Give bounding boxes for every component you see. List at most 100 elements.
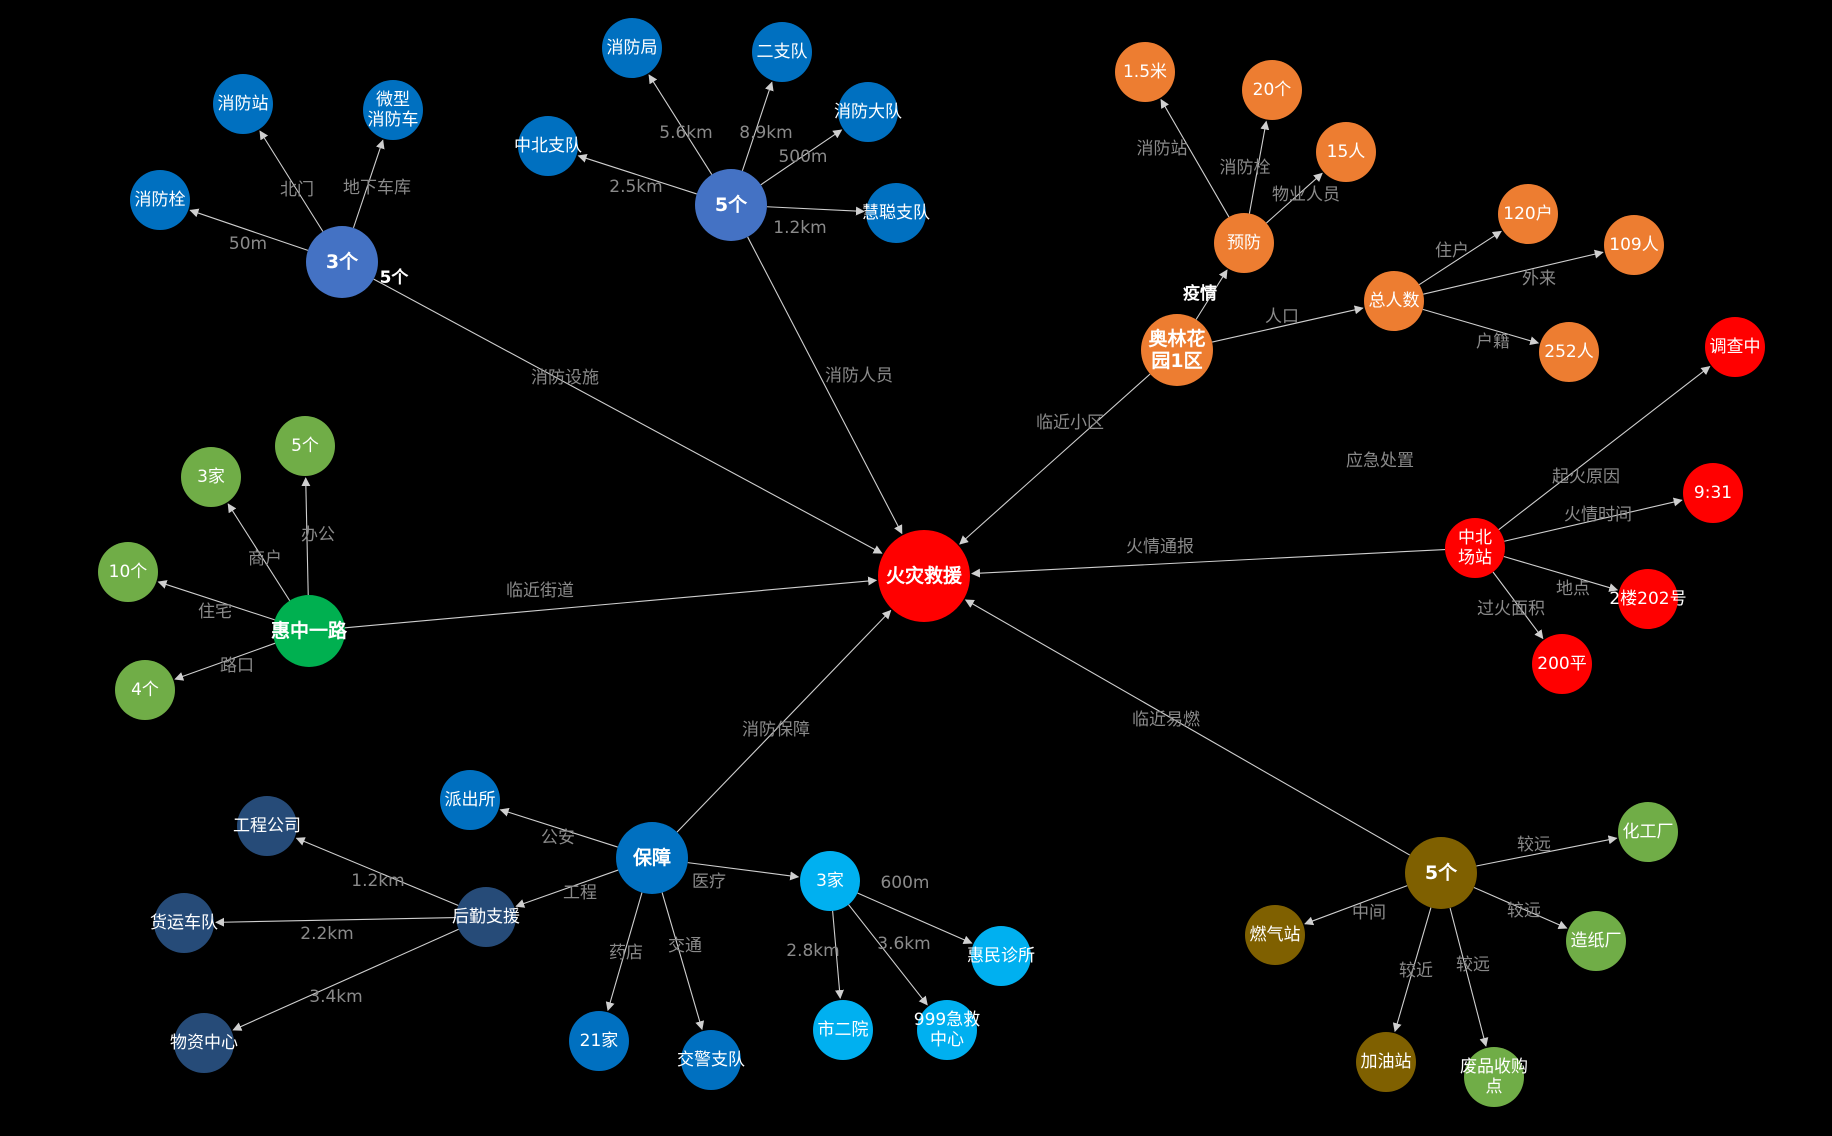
node-g10[interactable]: 10个 (98, 542, 158, 602)
node-circle[interactable] (1618, 569, 1678, 629)
node-circle[interactable] (1532, 634, 1592, 694)
node-circle[interactable] (1115, 42, 1175, 102)
node-circle[interactable] (1683, 463, 1743, 523)
node-circle[interactable] (456, 887, 516, 947)
edge-label: 较远 (1517, 835, 1551, 855)
node-jjzx[interactable]: 999急救中心 (914, 1000, 980, 1060)
node-circle[interactable] (440, 770, 500, 830)
node-circle[interactable] (1316, 122, 1376, 182)
node-circle[interactable] (306, 226, 378, 298)
node-circle[interactable] (115, 660, 175, 720)
node-dcz[interactable]: 调查中 (1705, 317, 1765, 377)
node-n3ge[interactable]: 3个 (306, 226, 378, 298)
node-hqzy[interactable]: 后勤支援 (452, 887, 520, 947)
node-circle[interactable] (1498, 184, 1558, 244)
node-zrs[interactable]: 总人数 (1364, 271, 1424, 331)
node-circle[interactable] (681, 1030, 741, 1090)
node-h120[interactable]: 120户 (1498, 184, 1558, 244)
node-hmzs[interactable]: 惠民诊所 (967, 926, 1035, 986)
node-circle[interactable] (213, 74, 273, 134)
node-circle[interactable] (1242, 60, 1302, 120)
node-circle[interactable] (616, 822, 688, 894)
node-xfs_top[interactable]: 消防站 (213, 74, 273, 134)
node-r15[interactable]: 15人 (1316, 122, 1376, 182)
node-o5[interactable]: 5个 (1405, 837, 1477, 909)
node-fpsgd[interactable]: 废品收购点 (1460, 1047, 1528, 1107)
node-circle[interactable] (1356, 1032, 1416, 1092)
edge-label: 办公 (301, 525, 335, 545)
node-circle[interactable] (971, 926, 1031, 986)
node-xfdd[interactable]: 消防大队 (834, 82, 902, 142)
node-circle[interactable] (752, 22, 812, 82)
node-center[interactable]: 火灾救援 (878, 530, 970, 622)
node-circle[interactable] (1364, 271, 1424, 331)
node-g4[interactable]: 4个 (115, 660, 175, 720)
node-circle[interactable] (917, 1000, 977, 1060)
node-circle[interactable] (800, 851, 860, 911)
node-jia3[interactable]: 3家 (800, 851, 860, 911)
node-circle[interactable] (695, 169, 767, 241)
node-hzyl[interactable]: 惠中一路 (271, 595, 348, 667)
node-l2[interactable]: 2楼202号 (1609, 569, 1687, 629)
node-circle[interactable] (866, 183, 926, 243)
node-circle[interactable] (1405, 837, 1477, 909)
node-hycd[interactable]: 货运车队 (150, 893, 218, 953)
node-bz[interactable]: 保障 (616, 822, 688, 894)
node-j3[interactable]: 3家 (181, 447, 241, 507)
node-t931[interactable]: 9:31 (1683, 463, 1743, 523)
node-circle[interactable] (174, 1013, 234, 1073)
edge-label: 物业人员 (1272, 185, 1340, 205)
node-g20[interactable]: 20个 (1242, 60, 1302, 120)
node-m15[interactable]: 1.5米 (1115, 42, 1175, 102)
node-hgc[interactable]: 化工厂 (1618, 802, 1678, 862)
node-r109[interactable]: 109人 (1604, 215, 1664, 275)
node-circle[interactable] (1618, 802, 1678, 862)
node-circle[interactable] (1245, 905, 1305, 965)
node-j21[interactable]: 21家 (569, 1011, 629, 1071)
node-circle[interactable] (1539, 322, 1599, 382)
node-jjzd[interactable]: 交警支队 (677, 1030, 745, 1090)
node-alhy[interactable]: 奥林花园1区 (1141, 314, 1213, 386)
node-jyz[interactable]: 加油站 (1356, 1032, 1416, 1092)
node-circle[interactable] (273, 595, 345, 667)
node-circle[interactable] (813, 1000, 873, 1060)
node-circle[interactable] (878, 530, 970, 622)
node-wxxfc[interactable]: 微型消防车 (363, 80, 423, 140)
node-ezd[interactable]: 二支队 (752, 22, 812, 82)
node-circle[interactable] (1604, 215, 1664, 275)
node-circle[interactable] (1214, 213, 1274, 273)
node-circle[interactable] (838, 82, 898, 142)
node-zzc[interactable]: 造纸厂 (1566, 911, 1626, 971)
node-circle[interactable] (1141, 314, 1213, 386)
node-n5ge[interactable]: 5个 (695, 169, 767, 241)
node-circle[interactable] (154, 893, 214, 953)
node-zbcz[interactable]: 中北场站 (1445, 518, 1505, 578)
node-circle[interactable] (1445, 518, 1505, 578)
node-p200[interactable]: 200平 (1532, 634, 1592, 694)
node-xfs_hy[interactable]: 消防栓 (130, 170, 190, 230)
node-circle[interactable] (237, 796, 297, 856)
node-circle[interactable] (518, 116, 578, 176)
node-yf[interactable]: 预防 (1214, 213, 1274, 273)
node-pcs[interactable]: 派出所 (440, 770, 500, 830)
node-circle[interactable] (569, 1011, 629, 1071)
node-wzzx[interactable]: 物资中心 (170, 1013, 238, 1073)
node-circle[interactable] (363, 80, 423, 140)
node-circle[interactable] (130, 170, 190, 230)
node-rqz[interactable]: 燃气站 (1245, 905, 1305, 965)
node-circle[interactable] (275, 416, 335, 476)
node-circle[interactable] (1566, 911, 1626, 971)
node-hczd[interactable]: 慧聪支队 (862, 183, 930, 243)
node-seyuan[interactable]: 市二院 (813, 1000, 873, 1060)
node-circle[interactable] (181, 447, 241, 507)
node-circle[interactable] (1464, 1047, 1524, 1107)
node-circle[interactable] (602, 18, 662, 78)
node-g5[interactable]: 5个 (275, 416, 335, 476)
node-zbzd[interactable]: 中北支队 (514, 116, 582, 176)
node-gcgs[interactable]: 工程公司 (233, 796, 301, 856)
node-circle[interactable] (1705, 317, 1765, 377)
node-circle[interactable] (98, 542, 158, 602)
node-xfj[interactable]: 消防局 (602, 18, 662, 78)
node-r252[interactable]: 252人 (1539, 322, 1599, 382)
